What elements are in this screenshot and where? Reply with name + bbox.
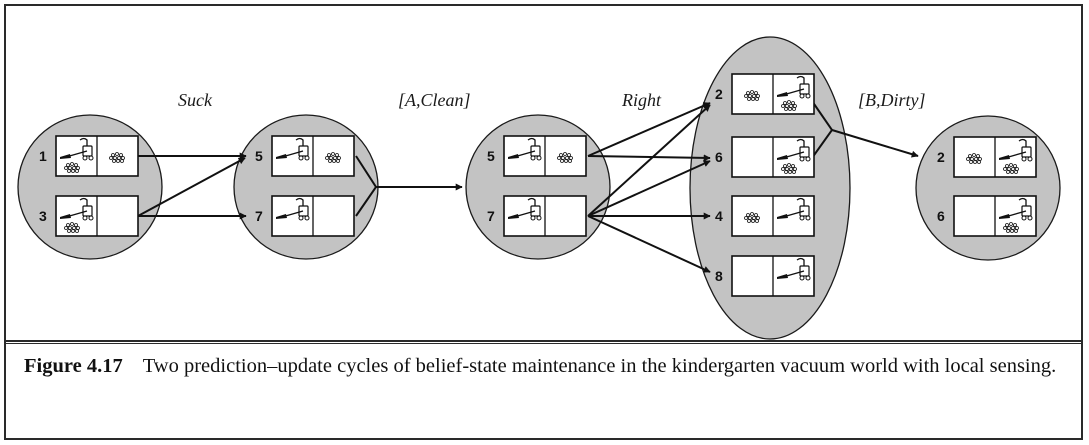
belief-state-diagram: Suck [A,Clean] Right [B,Dirty] 1 3 5 7 5 7 2 6 4… bbox=[17, 36, 1061, 340]
state-number: 7 bbox=[487, 208, 495, 224]
state-number: 8 bbox=[715, 268, 723, 284]
arrow-right-5-to-6 bbox=[587, 154, 711, 162]
state-number: 6 bbox=[937, 208, 945, 224]
state-number: 2 bbox=[937, 149, 945, 165]
figure-caption-text: Two prediction–update cycles of belief-s… bbox=[142, 355, 1057, 377]
state-number: 7 bbox=[255, 208, 263, 224]
state-number: 2 bbox=[715, 86, 723, 102]
world-state-box: 1 bbox=[39, 135, 139, 177]
state-number: 3 bbox=[39, 208, 47, 224]
arrow-right-7-to-8 bbox=[587, 215, 711, 273]
arrow-percept-b-dirty bbox=[831, 129, 919, 158]
world-state-box: 2 bbox=[715, 73, 815, 115]
state-number: 4 bbox=[715, 208, 723, 224]
arrow-right-5-to-2 bbox=[587, 102, 711, 157]
world-state-box: 4 bbox=[715, 195, 815, 237]
world-state-box: 7 bbox=[487, 195, 587, 237]
arrow-right-7-to-6 bbox=[587, 160, 711, 217]
action-label-right: Right bbox=[621, 90, 662, 110]
arrow-suck-3-to-5 bbox=[137, 157, 246, 217]
world-state-box: 2 bbox=[937, 136, 1037, 178]
caption-divider bbox=[4, 340, 1083, 344]
world-state-box: 5 bbox=[487, 135, 587, 177]
world-state-box: 7 bbox=[255, 195, 355, 237]
arrow-right-7-to-2 bbox=[587, 104, 711, 217]
state-number: 5 bbox=[255, 148, 263, 164]
state-number: 6 bbox=[715, 149, 723, 165]
world-state-box: 3 bbox=[39, 195, 139, 237]
percept-label-b-dirty: [B,Dirty] bbox=[858, 90, 926, 110]
world-state-box: 6 bbox=[937, 195, 1037, 237]
world-state-box: 6 bbox=[715, 136, 815, 178]
figure-number: Figure 4.17 bbox=[24, 355, 123, 377]
action-label-suck: Suck bbox=[178, 90, 213, 110]
world-state-box: 5 bbox=[255, 135, 355, 177]
figure-caption: Figure 4.17 Two prediction–update cycles … bbox=[24, 351, 1064, 381]
state-number: 5 bbox=[487, 148, 495, 164]
state-number: 1 bbox=[39, 148, 47, 164]
world-state-box: 8 bbox=[715, 255, 815, 297]
percept-label-a-clean: [A,Clean] bbox=[398, 90, 471, 110]
